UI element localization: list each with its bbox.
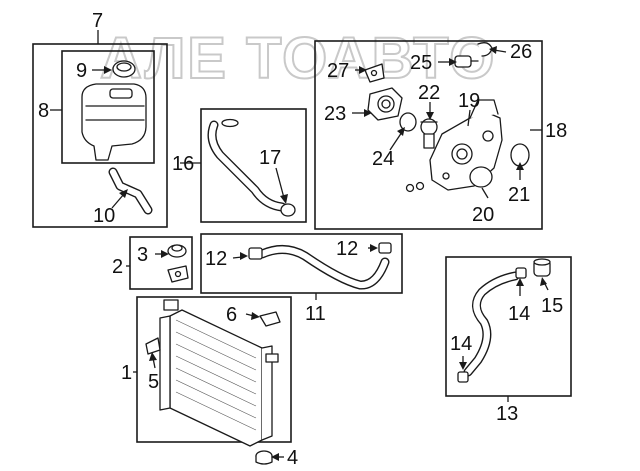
reservoir-group-box	[32, 43, 168, 228]
callout-24: 24	[372, 148, 394, 170]
radiator-mount-insulator	[259, 311, 281, 327]
callout-8: 8	[38, 100, 49, 122]
callout-23: 23	[324, 103, 346, 125]
cap-bracket	[167, 265, 189, 283]
callout-18: 18	[545, 120, 567, 142]
hose-clamp-lower	[280, 203, 296, 217]
sensor-bracket	[364, 63, 385, 83]
callout-10: 10	[93, 205, 115, 227]
callout-7: 7	[92, 10, 103, 32]
watermark-text: АЛЕ ТОАВТО	[100, 26, 496, 91]
thermostat-housing-group-box	[314, 40, 543, 230]
radiator-cap	[167, 244, 187, 258]
upper-radiator-hose	[257, 245, 390, 290]
callout-20: 20	[472, 204, 494, 226]
hose-clamp-upper	[221, 118, 239, 128]
callout-9: 9	[76, 60, 87, 82]
bypass-hose-group-box	[200, 108, 307, 223]
radiator-group-box	[136, 296, 292, 443]
callout-4: 4	[287, 447, 298, 469]
callout-15: 15	[541, 295, 563, 317]
callout-6: 6	[226, 304, 237, 326]
callout-5: 5	[148, 371, 159, 393]
callout-12-right: 12	[336, 238, 358, 260]
lower-hose-clip-top	[515, 267, 527, 279]
hose-connector	[533, 258, 551, 277]
reservoir-cap	[112, 60, 136, 78]
radiator-mount-bracket	[145, 337, 161, 355]
callout-16: 16	[172, 153, 194, 175]
reservoir-subgroup-box	[61, 50, 155, 164]
callout-1: 1	[121, 362, 132, 384]
callout-14-lower: 14	[450, 333, 472, 355]
reservoir-hose	[108, 167, 153, 215]
radiator-drain-plug	[255, 450, 273, 465]
callout-19: 19	[458, 90, 480, 112]
housing-gasket-round	[469, 166, 493, 188]
radiator	[159, 299, 279, 447]
callout-17: 17	[259, 147, 281, 169]
o-ring-tiny-1	[405, 183, 415, 193]
callout-14-upper: 14	[508, 303, 530, 325]
thermostat	[420, 118, 438, 149]
callout-13: 13	[496, 403, 518, 425]
callout-22: 22	[418, 82, 440, 104]
hose-clip-left	[248, 247, 263, 260]
callout-25: 25	[410, 52, 432, 74]
reservoir-tank	[81, 83, 147, 161]
callout-11: 11	[305, 303, 326, 325]
o-ring-tiny-2	[415, 181, 425, 191]
callout-21: 21	[508, 184, 530, 206]
o-ring-small	[399, 112, 417, 132]
callout-26: 26	[510, 41, 532, 63]
radiator-hose-group-box	[200, 233, 403, 294]
hose-clip-right	[378, 242, 392, 254]
callout-12-left: 12	[205, 248, 227, 270]
callout-27: 27	[327, 60, 349, 82]
cap-group-box	[129, 236, 193, 290]
bypass-hose	[207, 120, 287, 212]
callout-3: 3	[137, 244, 148, 266]
lower-hose-clip-bottom	[457, 371, 469, 383]
water-outlet-fitting	[367, 87, 403, 121]
lower-radiator-hose	[463, 271, 520, 377]
callout-2: 2	[112, 256, 123, 278]
